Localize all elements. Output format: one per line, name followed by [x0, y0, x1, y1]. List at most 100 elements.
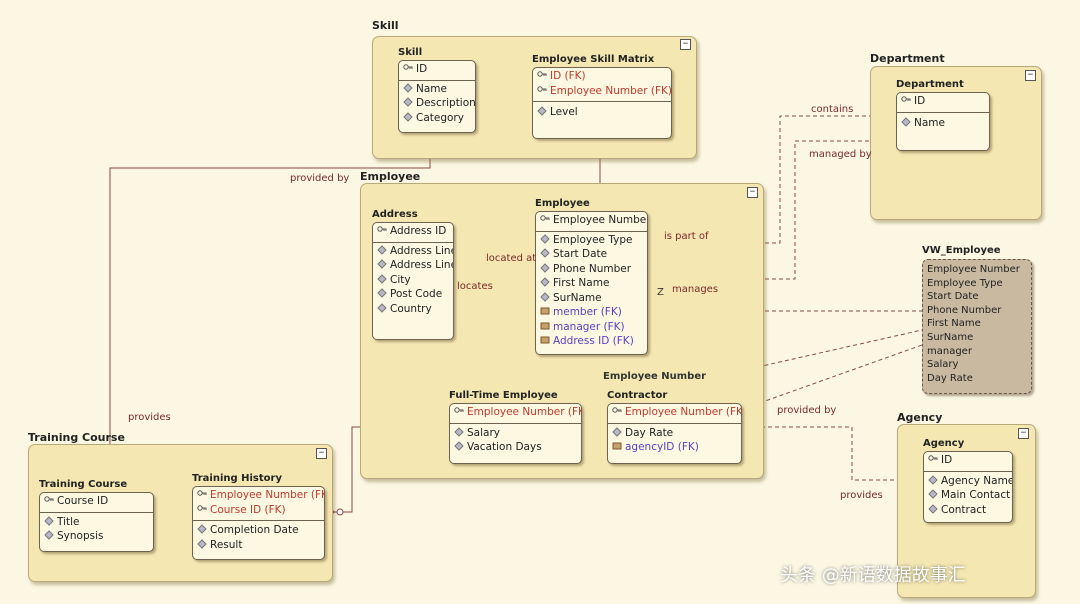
contains-label: contains — [811, 104, 854, 115]
view-column: Salary — [927, 359, 959, 371]
training-package-title: Training Course — [28, 431, 125, 444]
employee-entity[interactable]: Employee Number Employee Type Start Date… — [535, 211, 648, 355]
foreign-key-icon — [197, 490, 207, 496]
course-id: Course ID — [57, 495, 109, 507]
agency-package-title: Agency — [897, 411, 943, 424]
attribute-icon — [44, 530, 54, 540]
fulltime-employee-number-fk: Employee Number (FK) — [467, 406, 582, 418]
attribute-icon — [377, 302, 387, 313]
is-part-of-label: is part of — [664, 231, 709, 242]
agency-collapse-button[interactable] — [1018, 428, 1029, 439]
key-icon-row: ID — [403, 63, 475, 78]
address-entity[interactable]: Address ID Address Line Address Line Cit… — [372, 222, 454, 340]
locates-label: locates — [457, 281, 493, 292]
employee-first-name: First Name — [553, 277, 610, 289]
key-icon — [540, 215, 550, 221]
address-country: Country — [390, 302, 432, 315]
training-history-title: Training History — [192, 473, 282, 484]
training-provides-label: provides — [128, 412, 171, 423]
managed-by-label: managed by — [809, 149, 872, 160]
address-line-1: Address Line — [390, 244, 454, 257]
skill-entity-title: Skill — [398, 47, 423, 58]
vw-employee-view[interactable]: Employee Number Employee Type Start Date… — [922, 259, 1032, 394]
key-icon — [377, 226, 387, 232]
view-column: First Name — [927, 318, 981, 330]
skill-provided-by-label: provided by — [290, 173, 350, 184]
address-entity-title: Address — [372, 209, 418, 220]
agency-provided-by-label: provided by — [777, 405, 837, 416]
attribute-icon — [928, 474, 938, 485]
agency-entity[interactable]: ID Agency Name Main Contact Contract — [923, 451, 1013, 523]
department-entity[interactable]: ID Name — [896, 92, 990, 151]
department-name: Name — [914, 116, 945, 129]
address-post-code: Post Code — [390, 288, 443, 300]
foreign-key-attribute-icon — [540, 322, 550, 329]
attribute-icon — [540, 233, 550, 244]
training-collapse-button[interactable] — [316, 448, 327, 459]
course-synopsis: Synopsis — [57, 530, 104, 542]
employee-manager-fk: manager (FK) — [553, 320, 625, 333]
skill-matrix-entity[interactable]: ID (FK) Employee Number (FK) Level — [532, 67, 672, 139]
view-column: Phone Number — [927, 304, 1002, 316]
address-city: City — [390, 273, 411, 286]
department-package-title: Department — [870, 52, 945, 65]
agency-contract: Contract — [941, 503, 987, 516]
view-column: Day Rate — [927, 372, 973, 384]
agency-provides-label: provides — [840, 490, 883, 501]
skill-collapse-button[interactable] — [680, 39, 691, 50]
attribute-icon — [454, 426, 464, 437]
contractor-agency-id-fk: agencyID (FK) — [625, 441, 699, 453]
training-course-title: Training Course — [39, 479, 128, 490]
attribute-icon — [197, 524, 207, 534]
attribute-icon — [928, 503, 938, 514]
foreign-key-icon — [537, 71, 547, 77]
foreign-key-icon — [537, 85, 547, 92]
foreign-key-attribute-icon — [540, 336, 550, 344]
attribute-icon — [454, 441, 464, 451]
attribute-icon — [403, 111, 413, 122]
attribute-icon — [928, 489, 938, 499]
attribute-icon — [377, 244, 387, 255]
address-id: Address ID — [390, 225, 447, 237]
fulltime-entity[interactable]: Employee Number (FK) Salary Vacation Day… — [449, 403, 582, 464]
skill-id: ID — [416, 63, 428, 75]
view-column: manager — [927, 345, 972, 357]
contractor-employee-number-fk: Employee Number (FK) — [625, 406, 742, 418]
fulltime-entity-title: Full-Time Employee — [449, 390, 558, 401]
key-icon — [403, 64, 413, 70]
foreign-key-attribute-icon — [612, 442, 622, 450]
watermark: 头条 @新语数据故事汇 — [780, 565, 966, 586]
skill-category: Category — [416, 111, 464, 124]
contractor-entity[interactable]: Employee Number (FK) Day Rate agencyID (… — [607, 403, 742, 464]
z-label: Z — [657, 287, 664, 298]
employee-collapse-button[interactable] — [747, 187, 758, 198]
skill-entity[interactable]: ID Name Description Category — [398, 60, 476, 133]
training-history-entity[interactable]: Employee Number (FK) Course ID (FK) Comp… — [192, 486, 325, 560]
agency-name: Agency Name — [941, 474, 1013, 487]
foreign-key-icon — [454, 407, 464, 413]
attribute-icon — [901, 116, 911, 127]
employee-phone-number: Phone Number — [553, 262, 632, 275]
agency-entity-title: Agency — [923, 438, 965, 449]
skill-name: Name — [416, 82, 447, 95]
foreign-key-icon — [612, 407, 622, 413]
employee-member-fk: member (FK) — [553, 306, 622, 318]
fulltime-vacation-days: Vacation Days — [467, 441, 542, 453]
attribute-icon — [537, 106, 547, 116]
agency-main-contact: Main Contact — [941, 489, 1011, 501]
employee-surname: SurName — [553, 291, 602, 304]
view-column: SurName — [927, 331, 974, 343]
attribute-icon — [612, 426, 622, 437]
training-course-entity[interactable]: Course ID Title Synopsis — [39, 492, 154, 552]
attribute-icon — [377, 288, 387, 298]
view-column: Employee Number — [927, 264, 1020, 275]
skill-package-title: Skill — [372, 19, 399, 32]
skill-matrix-title: Employee Skill Matrix — [532, 54, 655, 65]
attribute-icon — [540, 291, 550, 302]
agency-id: ID — [941, 454, 953, 466]
key-icon — [901, 96, 911, 102]
view-column: Employee Type — [927, 277, 1003, 289]
department-entity-title: Department — [896, 79, 964, 90]
department-collapse-button[interactable] — [1025, 70, 1036, 81]
key-icon — [44, 496, 54, 502]
